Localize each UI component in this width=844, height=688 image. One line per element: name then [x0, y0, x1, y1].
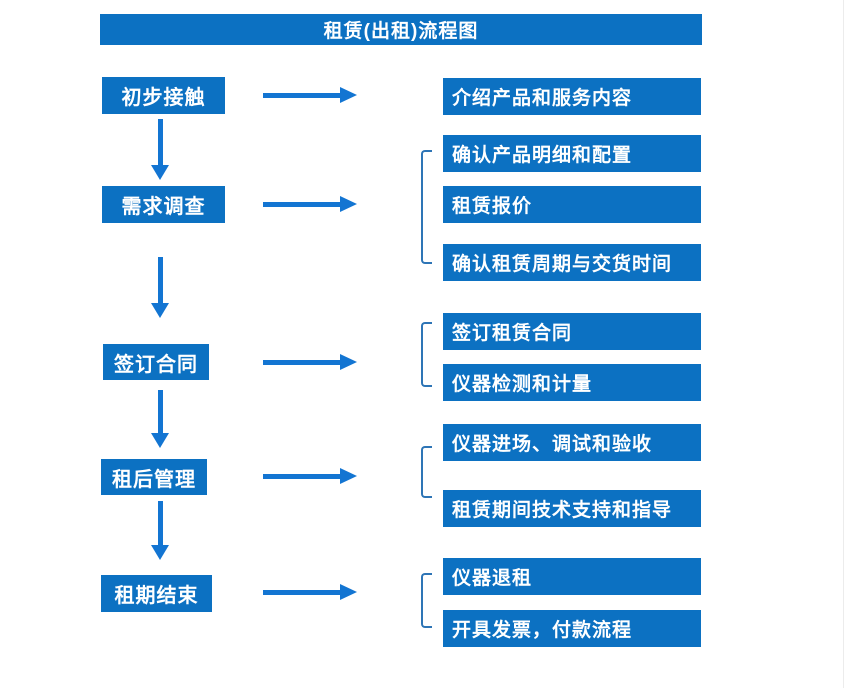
- stage-box-post-rental-management: 租后管理: [101, 459, 207, 495]
- stage-box-initial-contact: 初步接触: [102, 77, 225, 114]
- page-title: 租赁(出租)流程图: [100, 14, 702, 45]
- detail-box-rental-quotation: 租赁报价: [443, 186, 701, 223]
- arrow-right-icon: [263, 584, 357, 600]
- arrow-right-icon: [263, 468, 357, 484]
- detail-box-tech-support-during-rental: 租赁期间技术支持和指导: [443, 490, 701, 527]
- detail-box-sign-rental-contract: 签订租赁合同: [443, 313, 701, 350]
- group-bracket: [421, 322, 432, 387]
- stage-box-demand-survey: 需求调查: [102, 186, 225, 223]
- arrow-right-icon: [263, 354, 357, 370]
- detail-box-confirm-rental-period-delivery: 确认租赁周期与交货时间: [443, 244, 701, 281]
- stage-box-lease-end: 租期结束: [101, 575, 212, 612]
- group-bracket: [421, 573, 432, 628]
- detail-box-instrument-testing-metrology: 仪器检测和计量: [443, 364, 701, 401]
- arrow-down-icon: [151, 257, 169, 318]
- arrow-down-icon: [151, 119, 169, 180]
- detail-box-introduce-products-services: 介绍产品和服务内容: [443, 78, 701, 115]
- arrow-right-icon: [263, 87, 357, 103]
- arrow-right-icon: [263, 196, 357, 212]
- stage-box-sign-contract: 签订合同: [103, 344, 209, 380]
- group-bracket: [421, 446, 432, 498]
- arrow-down-icon: [151, 390, 169, 448]
- group-bracket: [421, 150, 432, 264]
- detail-box-confirm-product-details-config: 确认产品明细和配置: [443, 135, 701, 172]
- detail-box-invoice-payment-process: 开具发票，付款流程: [443, 610, 701, 647]
- detail-box-instrument-setup-acceptance: 仪器进场、调试和验收: [443, 424, 701, 461]
- detail-box-instrument-return: 仪器退租: [443, 558, 701, 595]
- arrow-down-icon: [151, 501, 169, 560]
